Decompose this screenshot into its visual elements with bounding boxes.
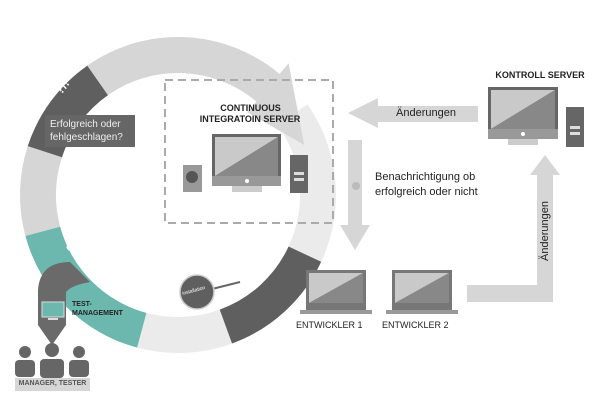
tm-line-1: TEST- <box>72 301 92 308</box>
cycle-ring <box>20 36 336 353</box>
result-question: Erfolgreich oder fehlgeschlagen? <box>50 118 123 144</box>
changes-label-top: Änderungen <box>396 107 456 119</box>
result-line-1: Erfolgreich oder <box>50 119 121 130</box>
ci-title-1: CONTINUOUS <box>220 103 281 113</box>
ci-monitor-icon <box>183 134 308 193</box>
control-server-title: KONTROLL SERVER <box>495 70 585 80</box>
ring-segment-top <box>87 36 280 102</box>
notification-dot <box>352 182 360 190</box>
users-label-bg <box>15 378 90 391</box>
users-icon <box>15 343 89 378</box>
changes-label-right: Änderungen <box>539 201 551 261</box>
ci-server-box <box>164 79 334 224</box>
developer-1-laptop-icon <box>300 270 372 314</box>
ci-server-title: CONTINUOUS <box>213 103 288 113</box>
developer-1-label: ENTWICKLER 1 <box>296 320 363 330</box>
developer-2-label: ENTWICKLER 2 <box>382 320 449 330</box>
ring-segment-light-bottom <box>137 309 233 353</box>
cycle-arrowhead <box>247 63 305 145</box>
changes-arrow-up <box>467 155 560 302</box>
developer-2-laptop-icon <box>386 270 458 314</box>
control-server-icon <box>488 87 584 147</box>
notification-arrow-down <box>340 140 370 250</box>
result-line-2: fehlgeschlagen? <box>50 132 123 143</box>
ring-segment <box>20 146 62 236</box>
notification-line-2: erfolgreich oder nicht <box>375 186 478 198</box>
test-management-label: TEST- MANAGEMENT <box>72 300 123 318</box>
build-segment <box>219 246 322 344</box>
changes-arrow-left <box>348 98 478 128</box>
users-label: MANAGER, TESTER <box>18 380 87 387</box>
notification-line-1: Benachrichtigung ob <box>375 171 476 183</box>
result-question-box <box>45 115 135 147</box>
ci-title-2: INTEGRATOIN SERVER <box>199 114 301 124</box>
notification-label: Benachrichtigung ob erfolgreich oder nich… <box>375 170 478 200</box>
test-management-icon <box>41 301 65 320</box>
tm-line-2: MANAGEMENT <box>72 310 123 317</box>
installation-circle <box>179 274 215 310</box>
expecco-segment <box>25 226 147 348</box>
